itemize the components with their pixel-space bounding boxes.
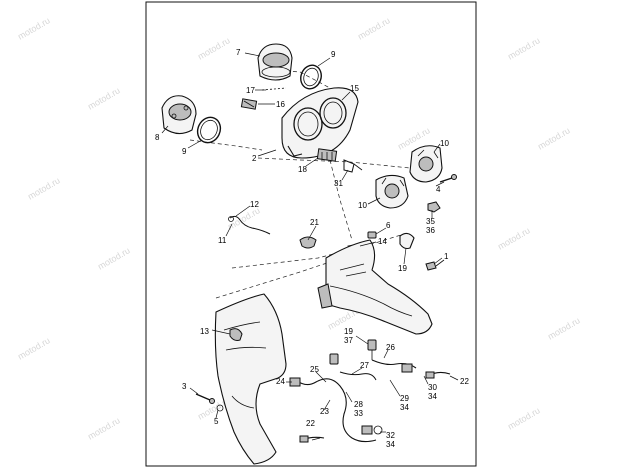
callout-30: 30 bbox=[428, 383, 437, 392]
part-7-gauge-cup bbox=[257, 43, 293, 81]
part-14-upper-cover bbox=[317, 239, 433, 335]
part-31-terminal bbox=[343, 159, 363, 173]
part-9-gasket-ring-lower bbox=[196, 116, 222, 144]
callout-18: 18 bbox=[298, 165, 307, 174]
watermark-layer: motod.ru motod.ru motod.ru motod.ru moto… bbox=[16, 15, 582, 441]
callout-19: 19 bbox=[344, 327, 353, 336]
callout-27: 27 bbox=[360, 361, 369, 370]
callout-34: 34 bbox=[386, 440, 395, 449]
part-18-connector bbox=[316, 148, 338, 162]
callout-6: 6 bbox=[386, 221, 391, 230]
callout-28: 28 bbox=[354, 400, 363, 409]
part-16-bulb-socket bbox=[240, 98, 258, 110]
callout-12: 12 bbox=[250, 200, 259, 209]
diagram-frame bbox=[145, 1, 477, 467]
part-26-wire-harness bbox=[371, 359, 417, 373]
callout-26: 26 bbox=[386, 343, 395, 352]
callout-8: 8 bbox=[155, 133, 160, 142]
part-27-lead bbox=[339, 371, 377, 381]
part-19-clip-upper bbox=[399, 232, 415, 250]
part-21-grommet bbox=[299, 236, 317, 249]
part-10-bracket-lower bbox=[375, 174, 409, 209]
callout-7: 7 bbox=[236, 48, 241, 57]
leader-lines bbox=[161, 52, 459, 441]
part-37-switch bbox=[367, 339, 377, 360]
callout-31: 31 bbox=[334, 179, 343, 188]
callout-17: 17 bbox=[246, 86, 255, 95]
callout-16: 16 bbox=[276, 100, 285, 109]
callout-33: 33 bbox=[354, 409, 363, 418]
callout-9: 9 bbox=[331, 50, 336, 59]
callout-2: 2 bbox=[252, 154, 257, 163]
callout-5: 5 bbox=[214, 417, 219, 426]
part-8-gauge-cup bbox=[161, 95, 197, 135]
callout-35: 35 bbox=[426, 217, 435, 226]
callout-10: 10 bbox=[358, 201, 367, 210]
part-10-bracket-upper bbox=[409, 145, 443, 183]
callout-23: 23 bbox=[320, 407, 329, 416]
part-6-bushing bbox=[367, 231, 377, 239]
part-35-nut bbox=[427, 201, 441, 213]
callout-22: 22 bbox=[460, 377, 469, 386]
callout-10: 10 bbox=[440, 139, 449, 148]
callout-11: 11 bbox=[218, 236, 227, 245]
callout-34: 34 bbox=[428, 392, 437, 401]
callout-13: 13 bbox=[200, 327, 209, 336]
callout-15: 15 bbox=[350, 84, 359, 93]
callout-labels: 7 9 17 16 15 8 9 2 18 31 10 4 10 35 36 1… bbox=[155, 48, 469, 449]
part-1-screw bbox=[425, 259, 445, 271]
callout-29: 29 bbox=[400, 394, 409, 403]
part-3-screw bbox=[195, 393, 215, 404]
callout-9: 9 bbox=[182, 147, 187, 156]
callout-37: 37 bbox=[344, 336, 353, 345]
part-24-harness bbox=[289, 377, 383, 443]
part-9-gasket-ring-upper bbox=[300, 64, 322, 90]
callout-1: 1 bbox=[444, 252, 449, 261]
callout-36: 36 bbox=[426, 226, 435, 235]
part-4-screw bbox=[439, 174, 457, 183]
callout-24: 24 bbox=[276, 377, 285, 386]
callout-22: 22 bbox=[306, 419, 315, 428]
part-13-lower-panel bbox=[214, 293, 287, 465]
part-5-washer bbox=[216, 404, 224, 412]
callout-14: 14 bbox=[378, 237, 387, 246]
part-15-instrument-housing bbox=[281, 87, 359, 159]
part-22-terminal-lower bbox=[299, 435, 325, 443]
part-25-connector bbox=[329, 353, 339, 365]
callout-3: 3 bbox=[182, 382, 187, 391]
callout-19: 19 bbox=[398, 264, 407, 273]
callout-34: 34 bbox=[400, 403, 409, 412]
callout-21: 21 bbox=[310, 218, 319, 227]
callout-4: 4 bbox=[436, 185, 441, 194]
callout-25: 25 bbox=[310, 365, 319, 374]
part-22-terminal-right bbox=[425, 371, 451, 379]
part-12-wire-clip bbox=[228, 215, 271, 235]
callout-32: 32 bbox=[386, 431, 395, 440]
